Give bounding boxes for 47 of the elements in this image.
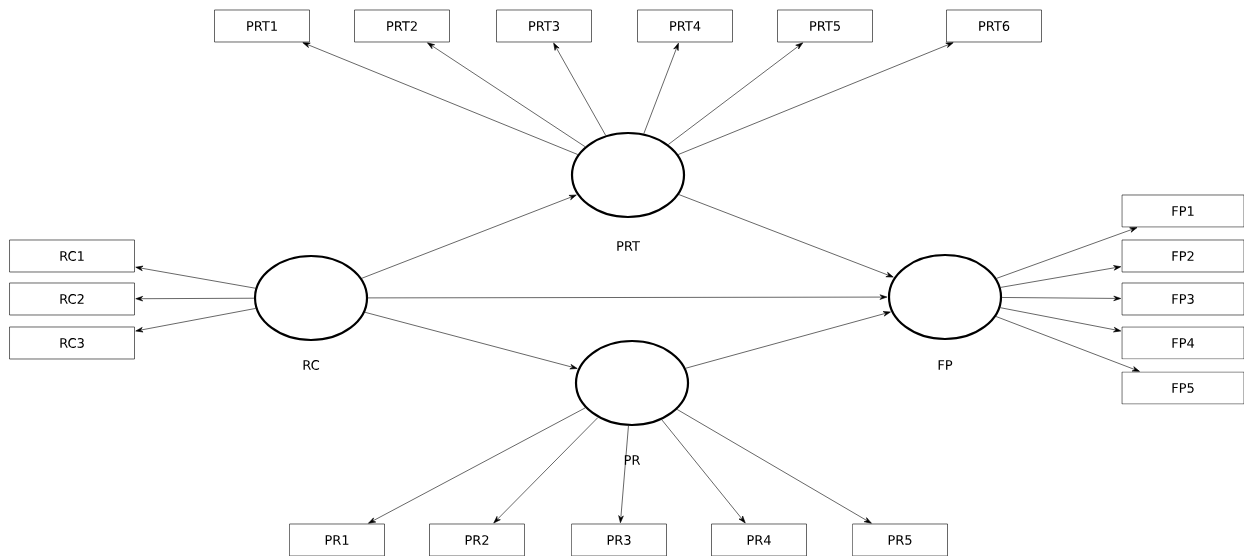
arrow [1000,307,1122,333]
arrow [135,265,256,289]
indicator-box: FP2 [1121,239,1244,273]
indicator-box: FP1 [1121,194,1244,228]
indicator-box: RC1 [9,239,135,273]
indicator-box: PRT1 [214,9,310,43]
arrow [553,42,606,136]
indicator-box: RC3 [9,326,135,360]
arrow [135,308,256,333]
indicator-box: PR4 [711,523,807,556]
indicator-box: RC2 [9,282,135,316]
indicator-box: FP4 [1121,326,1244,360]
arrow [618,425,629,524]
arrow [685,311,891,369]
indicator-box: PRT4 [637,9,733,43]
construct-label: PRT [617,241,640,251]
arrow [661,419,746,524]
arrow [361,194,577,279]
arrow [493,417,599,524]
construct-label: PR [624,455,641,465]
arrow [135,296,255,302]
arrow [668,42,804,145]
indicator-box: FP3 [1121,282,1244,316]
indicator-box: PR5 [852,523,948,556]
indicator-box: FP5 [1121,371,1244,405]
arrow [302,42,579,155]
arrow [996,227,1138,279]
arrow [368,407,586,524]
arrow [678,194,894,278]
arrow [676,409,872,524]
arrow [1001,295,1122,302]
arrow [1000,265,1122,288]
arrow [364,311,578,370]
indicator-box: PRT2 [354,9,450,43]
indicator-box: PR3 [571,523,667,556]
arrow [677,42,954,155]
construct-label: RC [303,360,320,370]
arrow [995,316,1140,372]
arrow [427,42,586,147]
indicator-box: PR1 [289,523,385,556]
indicator-box: PRT6 [946,9,1042,43]
indicator-box: PR2 [429,523,525,556]
arrow [367,294,888,300]
arrow [643,42,679,134]
construct-label: FP [938,360,953,370]
indicator-box: PRT5 [777,9,873,43]
indicator-box: PRT3 [496,9,592,43]
